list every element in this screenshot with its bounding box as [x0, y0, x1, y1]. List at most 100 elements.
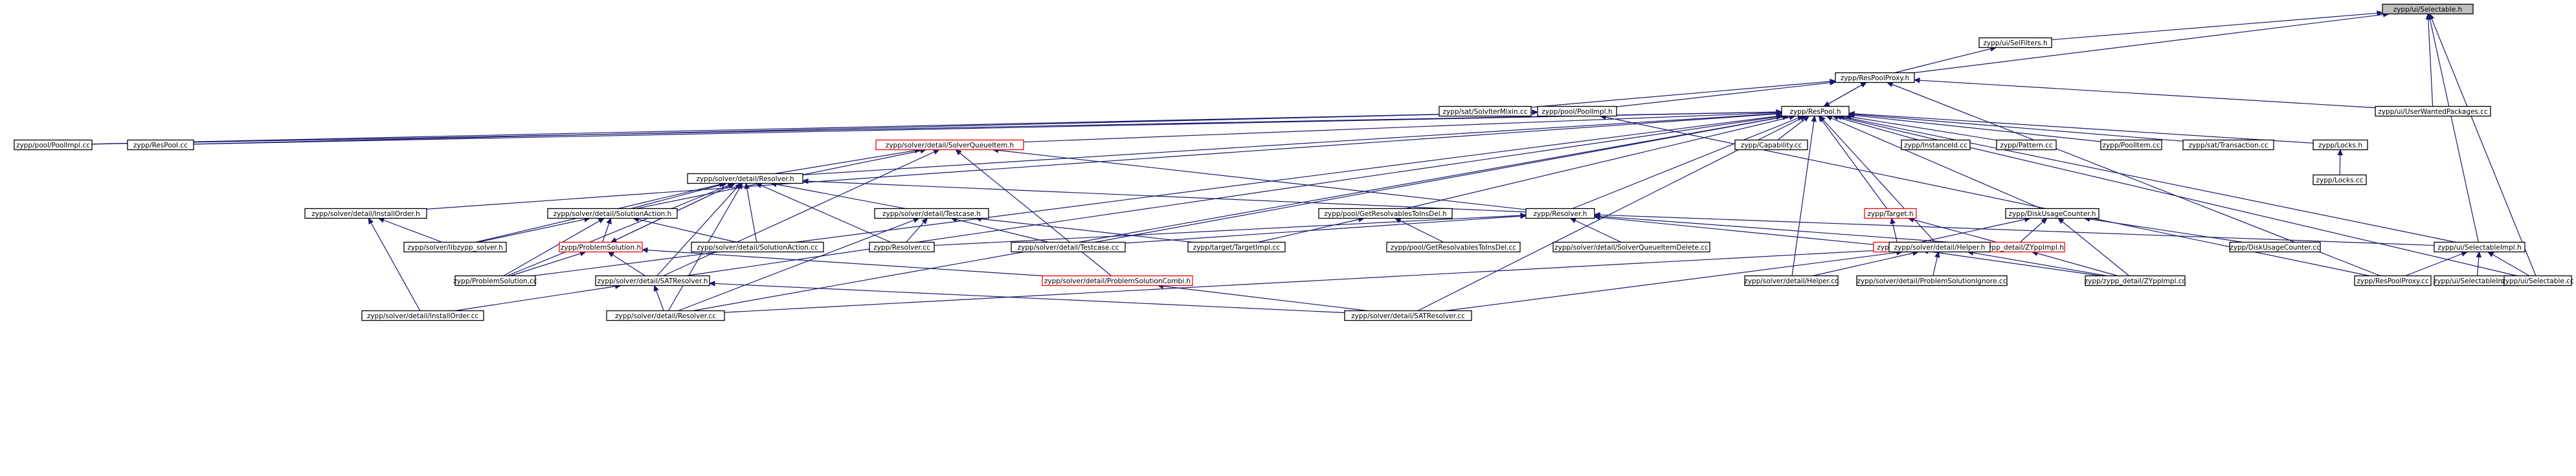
node-helper-h[interactable]: zypp/solver/detail/Helper.h	[1888, 241, 1991, 253]
edge-line	[193, 111, 1782, 145]
node-resolver-detail-cc[interactable]: zypp/solver/detail/Resolver.cc	[606, 310, 725, 321]
node-label: zypp/solver/detail/SATResolver.h	[598, 277, 708, 285]
node-box	[1011, 241, 1126, 253]
node-label: zypp/solver/detail/Resolver.h	[696, 175, 794, 183]
node-diskusagecounter-h[interactable]: zypp/DiskUsageCounter.h	[2005, 208, 2100, 219]
node-box	[1856, 275, 2008, 287]
edge-zyppimpl-cc-to-helper-h	[1967, 250, 2107, 277]
node-solutionaction-cc[interactable]: zypp/solver/detail/SolutionAction.cc	[691, 241, 824, 253]
edge-respoolproxy-h-to-respool-h	[1823, 81, 1867, 107]
edge-selectable-cc-to-selectableimpl-h	[2487, 251, 2530, 277]
edge-line	[1158, 285, 1368, 312]
node-box	[1744, 275, 1839, 287]
node-poolimpl-cc[interactable]: zypp/pool/PoolImpl.cc	[14, 139, 93, 151]
edge-line	[1594, 215, 1966, 244]
node-satresolver-cc[interactable]: zypp/solver/detail/SATResolver.cc	[1344, 310, 1472, 321]
node-solutionaction-h[interactable]: zypp/solver/detail/SolutionAction.h	[547, 208, 678, 219]
node-poolitem-cc[interactable]: zypp/PoolItem.cc	[2100, 139, 2162, 151]
edge-resolver-detail-cc-to-satresolver-h	[653, 285, 664, 311]
node-satresolver-h[interactable]: zypp/solver/detail/SATResolver.h	[595, 275, 710, 287]
node-box	[304, 208, 427, 219]
node-respoolproxy-cc[interactable]: zypp/ResPoolProxy.cc	[2354, 275, 2432, 287]
node-selectableimpl-cc[interactable]: zypp/ui/SelectableImpl.cc	[2434, 275, 2521, 287]
node-label: zypp/solver/detail/SolverQueueItemDelete…	[1554, 244, 1708, 252]
node-problemsolution-h[interactable]: zypp/ProblemSolution.h	[559, 241, 643, 253]
node-sqitemdelete-cc[interactable]: zypp/solver/detail/SolverQueueItemDelete…	[1552, 241, 1710, 253]
node-box	[2005, 208, 2100, 219]
node-installorder-cc[interactable]: zypp/solver/detail/InstallOrder.cc	[361, 310, 484, 321]
node-respool-cc[interactable]: zypp/ResPool.cc	[127, 139, 194, 151]
edge-line	[510, 251, 586, 277]
edge-zyppimpl-h-to-target-h	[1907, 217, 1997, 243]
node-label: zypp/solver/detail/SolutionAction.h	[554, 210, 672, 218]
edge-arrowhead	[606, 217, 612, 224]
edge-line	[2429, 14, 2537, 276]
node-testcase-cc[interactable]: zypp/solver/detail/Testcase.cc	[1011, 241, 1126, 253]
edge-line	[2057, 218, 2130, 276]
edge-helper-cc-to-respool-h	[1791, 115, 1817, 276]
node-selectable-cc[interactable]: zypp/ui/Selectable.cc	[2502, 275, 2574, 287]
edge-instanceid-cc-to-respool-h	[1831, 114, 1919, 141]
edge-zyppimpl-h-to-diskusagecounter-h	[2019, 217, 2048, 243]
node-locks-cc[interactable]: zypp/Locks.cc	[2313, 174, 2367, 186]
node-getresolvables-h[interactable]: zypp/pool/GetResolvablesToInsDel.h	[1318, 208, 1453, 219]
node-respoolproxy-h[interactable]: zypp/ResPoolProxy.h	[1835, 72, 1915, 83]
node-zyppimpl-cc[interactable]: zypp/zypp_detail/ZYppImpl.cc	[2085, 275, 2186, 287]
node-pattern-cc[interactable]: zypp/Pattern.cc	[1996, 139, 2057, 151]
node-poolimpl-h[interactable]: zypp/pool/PoolImpl.h	[1537, 105, 1617, 117]
node-installorder-h[interactable]: zypp/solver/detail/InstallOrder.h	[304, 208, 427, 219]
node-getresolvables-cc[interactable]: zypp/pool/GetResolvablesToInsDel.cc	[1386, 241, 1521, 253]
node-box	[2229, 241, 2321, 253]
edge-line	[1835, 115, 2518, 277]
node-respool-h[interactable]: zypp/ResPool.h	[1781, 105, 1850, 117]
edge-zyppimpl-cc-to-diskusagecounter-h	[2057, 217, 2130, 276]
node-box	[1537, 105, 1617, 117]
node-solverqueueitem-h[interactable]: zypp/solver/detail/SolverQueueItem.h	[875, 139, 1024, 151]
node-problemsolution-cc[interactable]: zypp/ProblemSolution.cc	[453, 275, 537, 287]
edge-diskusagecounter-cc-to-diskusagecounter-h	[2083, 216, 2243, 243]
node-selfilters-h[interactable]: zypp/ui/SelFilters.h	[1978, 37, 2052, 49]
node-resolver-cc[interactable]: zypp/Resolver.cc	[869, 241, 935, 253]
edge-line	[678, 217, 919, 312]
edge-resolver-detail-h-to-solverqueueitem-h	[774, 147, 921, 175]
node-transaction-cc[interactable]: zypp/sat/Transaction.cc	[2182, 139, 2274, 151]
edge-line	[1616, 81, 1836, 107]
node-problemsolutioncombi-h[interactable]: zypp/solver/detail/ProblemSolutionCombi.…	[1042, 275, 1193, 287]
node-box	[1386, 241, 1521, 253]
node-resolver-h[interactable]: zypp/Resolver.h	[1525, 208, 1595, 219]
node-libzypp-solver-h[interactable]: zypp/solver/libzypp_solver.h	[403, 241, 507, 253]
edge-satresolver-h-to-resolver-detail-h	[656, 182, 742, 276]
node-problemsolutionignore-cc[interactable]: zypp/solver/detail/ProblemSolutionIgnore…	[1856, 275, 2008, 287]
edge-arrowhead	[607, 251, 614, 257]
node-resolver-detail-h[interactable]: zypp/solver/detail/Resolver.h	[687, 173, 803, 184]
node-locks-h[interactable]: zypp/Locks.h	[2313, 139, 2368, 151]
edge-arrowhead	[368, 217, 374, 225]
node-selectable-h[interactable]: zypp/ui/Selectable.h	[2382, 3, 2474, 15]
node-selectableimpl-h[interactable]: zypp/ui/SelectableImpl.h	[2434, 241, 2526, 253]
node-solvitermixin-cc[interactable]: zypp/sat/SolvIterMixin.cc	[1439, 105, 1532, 117]
edge-line	[642, 249, 1043, 277]
edge-userwanted-cc-to-respoolproxy-h	[1913, 77, 2376, 109]
edge-line	[1908, 217, 1997, 243]
node-targetimpl-cc[interactable]: zypp/target/TargetImpl.cc	[1187, 241, 1286, 253]
edge-arrowhead	[1823, 101, 1830, 107]
node-label: zypp/ui/SelFilters.h	[1983, 39, 2047, 47]
edge-satresolver-h-to-respool-h	[686, 114, 1783, 277]
node-diskusagecounter-cc[interactable]: zypp/DiskUsageCounter.cc	[2229, 241, 2321, 253]
node-userwanted-cc[interactable]: zypp/ui/UserWantedPackages.cc	[2375, 105, 2491, 117]
edge-arrowhead	[2377, 10, 2384, 16]
node-box	[1835, 72, 1915, 83]
node-helper-cc[interactable]: zypp/solver/detail/Helper.cc	[1744, 275, 1839, 287]
edge-line	[951, 217, 1049, 243]
edge-line	[2051, 12, 2383, 41]
edge-selectableimpl-h-to-selectable-h	[2427, 13, 2479, 243]
edge-locks-h-to-respool-h	[1848, 111, 2314, 144]
node-target-h[interactable]: zypp/Target.h	[1864, 208, 1917, 219]
node-testcase-h[interactable]: zypp/solver/detail/Testcase.h	[874, 208, 989, 219]
edge-line	[1914, 80, 2376, 109]
node-label: zypp/zypp_detail/ZYppImpl.cc	[2085, 277, 2186, 285]
node-instanceid-cc[interactable]: zypp/InstanceId.cc	[1901, 139, 1971, 151]
edge-respool-cc-to-poolimpl-h	[193, 109, 1539, 145]
node-capability-cc[interactable]: zypp/Capability.cc	[1734, 139, 1808, 151]
node-label: zypp/solver/detail/SolutionAction.cc	[697, 244, 818, 252]
